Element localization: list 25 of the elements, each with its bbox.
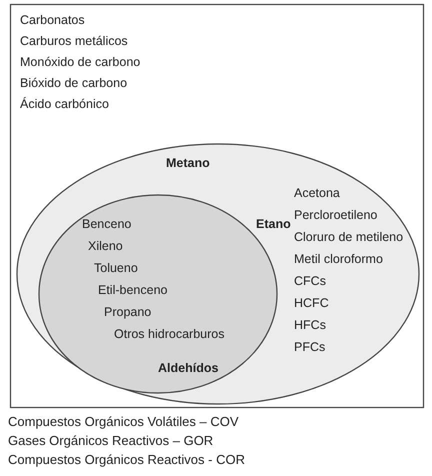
legend-note: Compuestos Orgánicos Volátiles – COV	[8, 414, 238, 430]
compound-name: Cloruro de metileno	[294, 229, 404, 245]
compound-name: PFCs	[294, 339, 326, 355]
set-heading: Etano	[256, 216, 291, 232]
compound-name: Bióxido de carbono	[20, 75, 128, 91]
compound-name: Carbonatos	[20, 12, 85, 28]
compound-name: Otros hidrocarburos	[114, 326, 224, 342]
compound-name: Etil-benceno	[98, 282, 168, 298]
compound-name: Acetona	[294, 185, 340, 201]
compound-name: Monóxido de carbono	[20, 54, 140, 70]
compound-name: CFCs	[294, 273, 326, 289]
compound-name: HFCs	[294, 317, 326, 333]
compound-name: Xileno	[88, 238, 123, 254]
compound-name: Benceno	[82, 216, 132, 232]
compound-name: Metil cloroformo	[294, 251, 383, 267]
compound-name: Percloroetileno	[294, 207, 378, 223]
legend-note: Gases Orgánicos Reactivos – GOR	[8, 433, 214, 449]
compound-name: HCFC	[294, 295, 329, 311]
set-heading: Aldehídos	[158, 360, 218, 376]
compound-name: Propano	[104, 304, 152, 320]
compound-name: Tolueno	[94, 260, 138, 276]
compound-name: Carburos metálicos	[20, 33, 128, 49]
legend-note: Compuestos Orgánicos Reactivos - COR	[8, 452, 245, 468]
set-heading: Metano	[166, 155, 210, 171]
compound-name: Ácido carbónico	[20, 96, 109, 112]
